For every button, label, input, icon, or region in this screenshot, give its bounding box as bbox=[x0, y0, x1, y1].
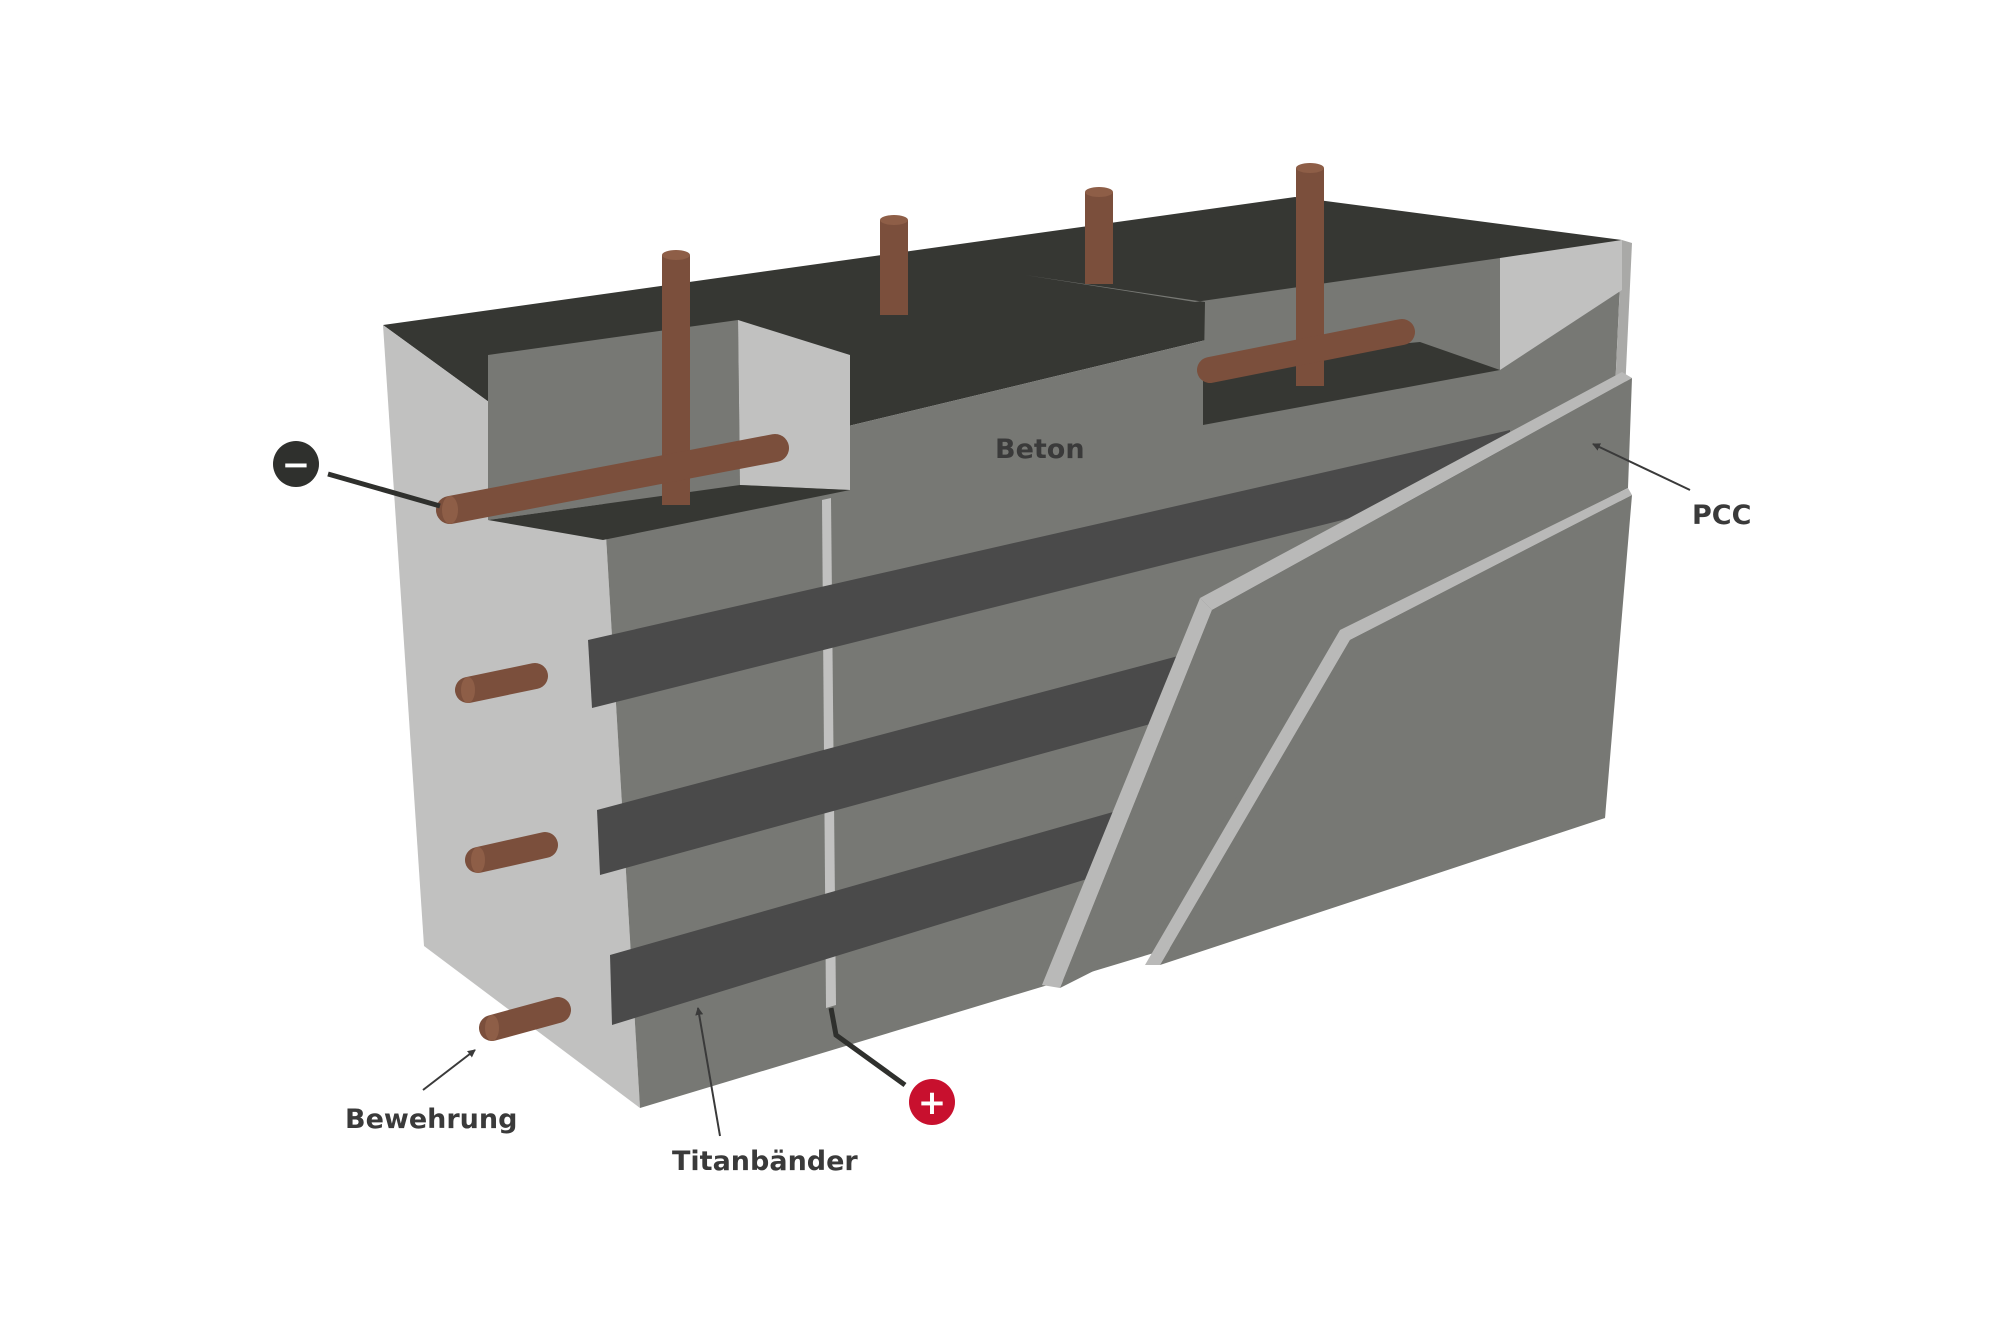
negative-terminal: − bbox=[273, 441, 441, 509]
rebar-end bbox=[442, 496, 458, 524]
positive-lead bbox=[828, 1007, 907, 1088]
label-titanium-strips: Titanbänder bbox=[672, 1146, 858, 1177]
label-concrete: Beton bbox=[995, 434, 1085, 465]
rebar-stub bbox=[455, 663, 548, 703]
label-reinforcement: Bewehrung bbox=[345, 1104, 517, 1135]
rebar-stub bbox=[465, 832, 558, 873]
rebar-horizontal bbox=[1197, 319, 1415, 383]
label-pcc: PCC bbox=[1692, 500, 1751, 531]
titanium-strip bbox=[610, 810, 1120, 1025]
rebar-vertical bbox=[880, 215, 908, 315]
rebar-end bbox=[461, 677, 475, 703]
negative-terminal-icon bbox=[273, 441, 319, 487]
titanium-strips bbox=[588, 430, 1510, 1025]
titanium-strip bbox=[588, 430, 1510, 708]
right-recess-side-wall bbox=[1500, 240, 1622, 370]
reinforcement-leader-arrow bbox=[422, 1049, 476, 1091]
pcc-leader-arrow bbox=[1592, 443, 1691, 491]
rebar-end bbox=[471, 847, 485, 873]
positive-terminal-icon bbox=[909, 1079, 955, 1125]
negative-terminal-sign: − bbox=[282, 445, 311, 485]
rebar-vertical bbox=[1085, 187, 1113, 284]
titanium-strip bbox=[597, 655, 1182, 875]
reinforcement-bars bbox=[436, 163, 1415, 1041]
rebar-horizontal bbox=[436, 434, 789, 524]
positive-terminal-sign: + bbox=[918, 1083, 947, 1123]
rebar-end bbox=[485, 1015, 499, 1041]
pcc-layer bbox=[1042, 372, 1632, 988]
pcc-edge-left bbox=[1042, 598, 1212, 988]
negative-lead bbox=[327, 471, 441, 509]
positive-terminal: + bbox=[828, 1007, 955, 1125]
pcc-lower-face bbox=[1160, 495, 1632, 965]
rebar-stub bbox=[479, 997, 571, 1041]
pcc-edge-top bbox=[1200, 372, 1632, 610]
titanium-leader-arrow bbox=[695, 1007, 721, 1137]
left-recess-floor bbox=[488, 485, 850, 540]
pcc-upper-face bbox=[1060, 378, 1632, 988]
